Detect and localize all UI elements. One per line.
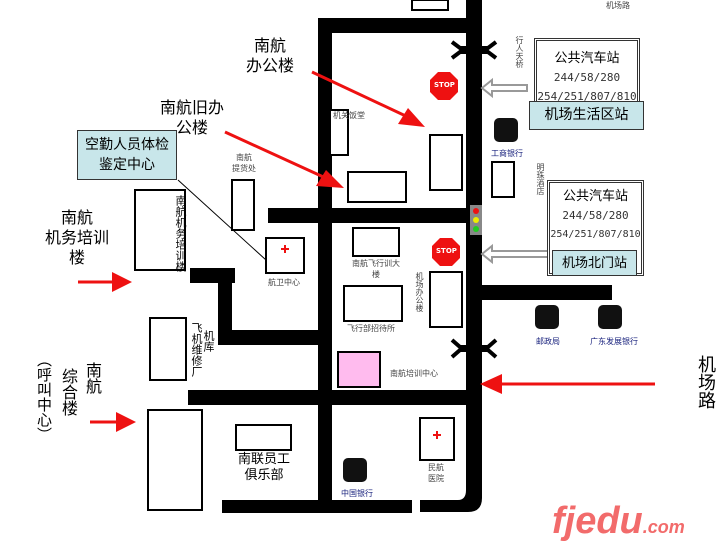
- label-flight-hostel: 飞行部招待所: [347, 324, 395, 333]
- label-top-road: 机场路: [606, 1, 630, 10]
- building-flight: [352, 227, 400, 257]
- icbc-icon: [494, 118, 518, 142]
- callout-medical: 空勤人员体检鉴定中心: [77, 130, 177, 180]
- footbridges: [450, 40, 498, 359]
- label-call-center: （呼叫中心）: [35, 352, 53, 442]
- building-complex: [147, 409, 203, 511]
- road-top: [318, 18, 470, 33]
- label-airport-office: 机场办公楼: [415, 272, 424, 312]
- stop-sign-bottom: STOP: [436, 247, 457, 255]
- building-medical: [265, 237, 305, 274]
- label-training: 南航机务培训楼: [45, 208, 110, 267]
- stop-sign-top: STOP: [434, 81, 455, 89]
- label-flight-building: 南航飞行训大楼: [352, 259, 400, 279]
- stop-signs: [430, 72, 460, 266]
- gdb-icon: [598, 305, 622, 329]
- label-complex: 综合楼: [59, 368, 78, 416]
- red-arrows: [78, 70, 655, 432]
- label-boc: 中国银行: [341, 489, 373, 498]
- road-lower: [188, 390, 478, 405]
- building-cargo: [231, 179, 255, 231]
- label-hotel: 明珠酒店: [536, 163, 545, 195]
- road-middle: [268, 208, 468, 223]
- road-east: [482, 285, 612, 300]
- callout-pointer: [177, 179, 267, 261]
- label-restaurant: 机关饭堂: [333, 111, 365, 120]
- label-nanhang-office: 南航办公楼: [246, 36, 295, 75]
- label-repair-1: 飞机维修厂: [190, 322, 203, 377]
- road-l-horizontal: [218, 330, 318, 345]
- gate: [411, 0, 449, 11]
- boc-icon: [343, 458, 367, 482]
- building-training-center: [337, 351, 381, 388]
- label-cargo: 南航提货处: [232, 153, 256, 173]
- road-l-vertical: [218, 268, 232, 345]
- building-old-office: [347, 171, 407, 203]
- road-bottom: [222, 500, 412, 513]
- building-repair: [149, 317, 187, 381]
- post-icon: [535, 305, 559, 329]
- label-training-bldg: 南航机务培训楼: [174, 195, 187, 272]
- traffic-light: [470, 205, 482, 235]
- label-icbc: 工商银行: [491, 149, 523, 158]
- building-hotel: [491, 161, 515, 198]
- footbridge-top: [450, 40, 498, 60]
- road-main-right: [420, 0, 482, 512]
- bank-icons: [343, 118, 622, 482]
- building-restaurant: [329, 109, 349, 156]
- label-complex-name: 南航: [83, 362, 102, 394]
- building-office: [429, 134, 463, 191]
- label-post-office: 邮政局: [536, 337, 560, 346]
- watermark-logo: fjedu.com: [552, 500, 685, 542]
- road-main-left: [318, 18, 332, 513]
- building-club: [235, 424, 292, 451]
- label-training-center: 南航培训中心: [390, 369, 438, 378]
- callout-north-gate-station: 机场北门站: [552, 250, 637, 276]
- label-repair-2: 机库: [202, 330, 215, 352]
- label-gdb: 广东发展银行: [590, 337, 638, 346]
- red-cross-icons: [281, 245, 441, 439]
- building-hostel: [343, 285, 403, 322]
- callout-living-station: 机场生活区站: [529, 101, 644, 130]
- building-hospital: [419, 417, 455, 461]
- label-hospital: 民航医院: [428, 463, 444, 483]
- label-medical-center: 航卫中心: [268, 278, 300, 287]
- building-airport-office: [429, 271, 463, 328]
- buildings: [134, 109, 515, 511]
- label-old-office: 南航旧办公楼: [160, 98, 225, 137]
- label-club: 南联员工俱乐部: [238, 452, 291, 483]
- roads: [188, 0, 612, 513]
- label-footbridge: 行人天桥: [515, 36, 524, 68]
- label-airport-road: 机场路: [695, 355, 716, 409]
- building-training: [134, 189, 186, 271]
- footbridge-bottom: [450, 338, 498, 359]
